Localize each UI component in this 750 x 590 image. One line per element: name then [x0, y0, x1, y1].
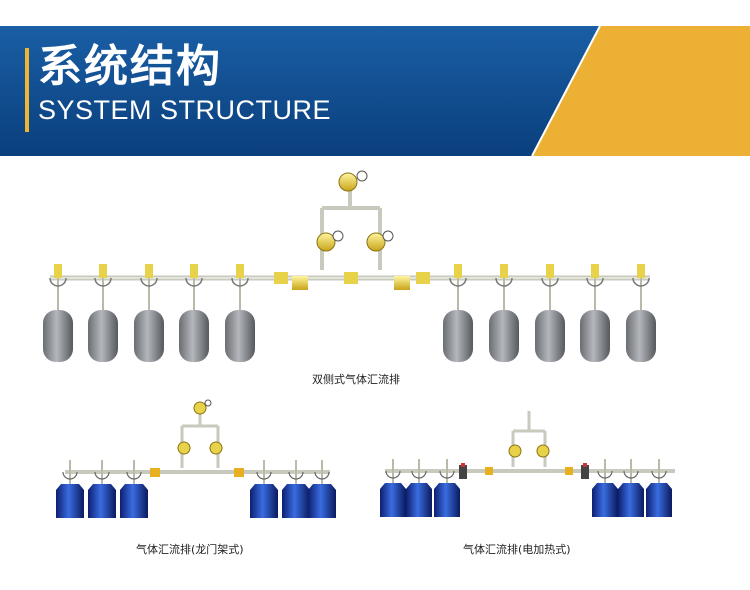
cylinder-group-left	[380, 459, 460, 517]
central-regulator-assembly	[274, 170, 430, 290]
page-subtitle: SYSTEM STRUCTURE	[38, 95, 332, 125]
cylinder-group-left	[56, 460, 148, 518]
header-banner	[0, 25, 750, 157]
cylinder-group-left	[43, 264, 255, 362]
page-title: 系统结构	[38, 41, 222, 92]
cylinder-group-right	[592, 459, 672, 517]
diagram-caption-gantry: 气体汇流排(龙门架式)	[136, 543, 244, 556]
regulator-assembly	[150, 399, 244, 477]
double-sided-manifold-diagram	[43, 170, 656, 362]
cylinder-group-right	[443, 264, 656, 362]
electric-heating-manifold-diagram	[380, 411, 675, 517]
title-accent-bar	[25, 48, 29, 132]
regulator-assembly	[459, 411, 589, 479]
gantry-manifold-diagram	[56, 399, 336, 518]
diagram-caption-electric-heating: 气体汇流排(电加热式)	[463, 543, 571, 556]
diagram-caption-double-sided: 双侧式气体汇流排	[312, 373, 400, 386]
cylinder-group-right	[250, 460, 336, 518]
